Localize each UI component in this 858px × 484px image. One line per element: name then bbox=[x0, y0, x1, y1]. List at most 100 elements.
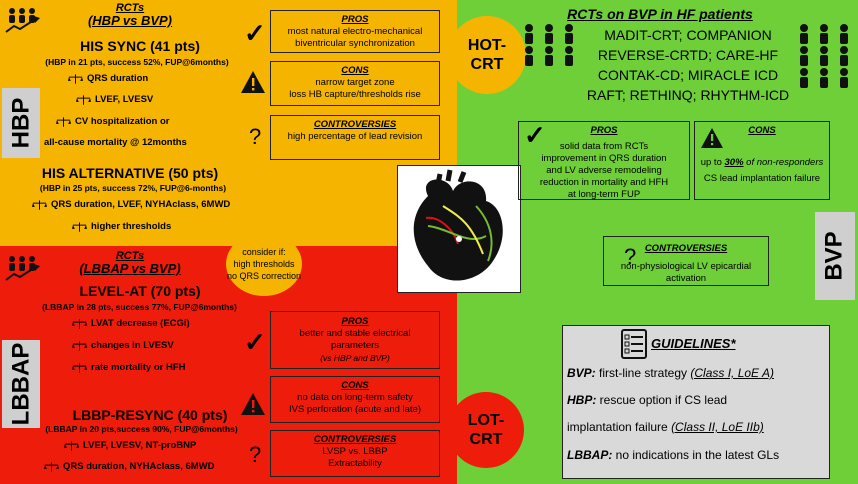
bvp-controv-line: activation bbox=[665, 273, 707, 284]
his-alt-item-2: higher thresholds bbox=[72, 221, 171, 232]
people-group-icon bbox=[800, 24, 848, 88]
hbp-cons-line: loss HB capture/thresholds rise bbox=[289, 89, 421, 100]
guidelines-box: GUIDELINES* BVP: first-line strategy (Cl… bbox=[562, 325, 830, 479]
question-icon: ? bbox=[624, 244, 637, 269]
gl-lbbap-label: LBBAP: bbox=[567, 448, 613, 462]
his-sync-item-2: LVEF, LVESV bbox=[76, 94, 153, 105]
scale-icon bbox=[32, 199, 47, 210]
gl-hbp-line: HBP: rescue option if CS lead bbox=[567, 393, 727, 407]
bvp-cons-line-1: up to 30% of non-responders bbox=[695, 157, 829, 169]
checklist-icon bbox=[621, 329, 647, 359]
bvp-pros-line: solid data from RCTs bbox=[559, 141, 649, 152]
his-alt-item-text: QRS duration, LVEF, NYHAclass, 6MWD bbox=[51, 199, 231, 210]
his-sync-item-3: CV hospitalization or bbox=[56, 116, 169, 127]
scale-icon bbox=[72, 318, 87, 329]
consider-line: consider if: bbox=[242, 247, 286, 257]
lbbap-pros-head: PROS bbox=[341, 316, 369, 327]
hbp-rcts-subtitle: (HBP vs BVP) bbox=[87, 13, 173, 28]
his-alt-item-1: QRS duration, LVEF, NYHAclass, 6MWD bbox=[32, 199, 230, 210]
gl-hbp-line-2: implantation failure (Class II, LoE IIb) bbox=[567, 420, 764, 434]
his-alt-detail: (HBP in 25 pts, success 72%, FUP@6-month… bbox=[39, 183, 227, 193]
consider-if-bubble: consider if: high thresholds no QRS corr… bbox=[226, 232, 302, 296]
hbp-pros-box: PROS most natural electro-mechanical biv… bbox=[270, 10, 440, 53]
his-alt-title: HIS ALTERNATIVE (50 pts) bbox=[41, 165, 219, 181]
bvp-cons-pre: up to bbox=[700, 157, 725, 168]
lbbp-resync-item-2: QRS duration, NYHAclass, 6MWD bbox=[44, 461, 215, 472]
lbbap-controv-line: Extractability bbox=[328, 458, 382, 469]
bvp-trial-line: CONTAK-CD; MIRACLE ICD bbox=[597, 67, 779, 83]
hbp-cons-line: narrow target zone bbox=[315, 77, 395, 88]
scale-icon bbox=[72, 221, 87, 232]
bvp-controversies-box: CONTROVERSIES non-physiological LV epica… bbox=[603, 236, 769, 286]
his-sync-item-text: CV hospitalization or bbox=[75, 116, 170, 127]
lbbap-cons-head: CONS bbox=[341, 380, 369, 391]
lbbap-panel bbox=[0, 246, 457, 484]
lbbap-cons-line: IVS perforation (acute and late) bbox=[288, 404, 422, 415]
lbbp-resync-item-text: QRS duration, NYHAclass, 6MWD bbox=[63, 461, 215, 472]
gl-lbbap-text: no indications in the latest GLs bbox=[612, 448, 780, 462]
hbp-controv-head: CONTROVERSIES bbox=[313, 119, 397, 130]
lot-crt-badge: LOT- CRT bbox=[448, 392, 524, 468]
bvp-pros-line: and LV adverse remodeling bbox=[546, 165, 662, 176]
lbbap-rcts-subtitle: (LBBAP vs BVP) bbox=[79, 261, 181, 276]
gl-hbp-text2: implantation failure bbox=[567, 420, 672, 434]
bvp-pros-box: PROS solid data from RCTs improvement in… bbox=[518, 121, 690, 200]
bvp-trial-line: RAFT; RETHINQ; RHYTHM-ICD bbox=[586, 87, 790, 103]
lbbap-pros-line: parameters bbox=[330, 340, 380, 351]
gl-hbp-class: (Class II, LoE IIb) bbox=[671, 420, 764, 434]
consider-line: high thresholds bbox=[233, 259, 295, 269]
hbp-pros-head: PROS bbox=[341, 14, 369, 25]
gl-bvp-text: first-line strategy bbox=[595, 366, 691, 380]
scale-icon bbox=[44, 461, 59, 472]
level-at-detail: (LBBAP in 28 pts, success 77%, FUP@6mont… bbox=[42, 302, 237, 312]
bvp-trials-list: MADIT-CRT; COMPANION REVERSE-CRTD; CARE-… bbox=[580, 25, 796, 105]
hbp-cons-head: CONS bbox=[341, 65, 369, 76]
heart-image bbox=[397, 165, 521, 293]
lbbap-controversies-box: CONTROVERSIES LVSP vs. LBBP Extractabili… bbox=[270, 430, 440, 477]
scale-icon bbox=[68, 73, 83, 84]
lbbp-resync-detail: (LBBAP in 20 pts,success 90%, FUP@6month… bbox=[45, 424, 238, 434]
lbbap-pros-box: PROS better and stable electrical parame… bbox=[270, 311, 440, 369]
hot-crt-badge: HOT- CRT bbox=[448, 16, 526, 94]
gl-hbp-label: HBP: bbox=[567, 393, 597, 407]
bvp-pros-line: improvement in QRS duration bbox=[541, 153, 667, 164]
hbp-controversies-box: CONTROVERSIES high percentage of lead re… bbox=[270, 115, 440, 160]
bvp-side-label-text: BVP bbox=[821, 231, 849, 281]
hbp-pros-line: biventricular synchronization bbox=[295, 38, 415, 49]
hbp-controv-line: high percentage of lead revision bbox=[287, 131, 423, 142]
bvp-title: RCTs on BVP in HF patients bbox=[567, 6, 753, 22]
hbp-panel bbox=[0, 0, 457, 246]
lbbap-side-label-text: LBBAP bbox=[7, 342, 35, 426]
scale-icon bbox=[64, 440, 79, 451]
bvp-controv-line: non-physiological LV epicardial bbox=[620, 261, 752, 272]
bvp-pros-head: PROS bbox=[590, 125, 618, 136]
level-at-item-text: LVAT decrease (ECGi) bbox=[91, 318, 190, 329]
his-sync-item-1: QRS duration bbox=[68, 73, 148, 84]
lbbap-pros-line: better and stable electrical bbox=[299, 328, 411, 339]
bvp-pros-line: at long-term FUP bbox=[567, 189, 641, 200]
level-at-title: LEVEL-AT (70 pts) bbox=[79, 283, 201, 299]
bvp-controv-head: CONTROVERSIES bbox=[644, 243, 728, 254]
trend-people-icon bbox=[5, 256, 40, 281]
bvp-cons-post: of non-responders bbox=[743, 157, 824, 168]
consider-line: no QRS correction bbox=[226, 271, 302, 281]
lbbp-resync-title: LBBP-RESYNC (40 pts) bbox=[72, 407, 228, 423]
heart-icon bbox=[413, 169, 503, 281]
gl-hbp-text: rescue option if CS lead bbox=[596, 393, 728, 407]
lbbap-pros-line: (vs HBP and BVP) bbox=[320, 353, 390, 363]
bvp-trial-line: MADIT-CRT; COMPANION bbox=[604, 27, 772, 43]
his-sync-item-text: QRS duration bbox=[87, 73, 149, 84]
bvp-cons-head: CONS bbox=[748, 125, 776, 136]
level-at-item-text: changes in LVESV bbox=[91, 340, 174, 351]
trend-people-icon bbox=[5, 8, 40, 33]
lbbap-side-label: LBBAP bbox=[2, 340, 40, 428]
bvp-cons-line: CS lead implantation failure bbox=[703, 173, 821, 184]
warning-icon bbox=[241, 71, 265, 93]
gl-bvp-line: BVP: first-line strategy (Class I, LoE A… bbox=[567, 366, 774, 380]
bvp-trial-line: REVERSE-CRTD; CARE-HF bbox=[597, 47, 779, 63]
question-icon: ? bbox=[249, 124, 262, 149]
hbp-rcts-title: RCTs bbox=[115, 2, 145, 14]
gl-lbbap-line: LBBAP: no indications in the latest GLs bbox=[567, 448, 779, 462]
lbbp-resync-item-1: LVEF, LVESV, NT-proBNP bbox=[64, 440, 196, 451]
check-icon: ✓ bbox=[244, 18, 266, 48]
